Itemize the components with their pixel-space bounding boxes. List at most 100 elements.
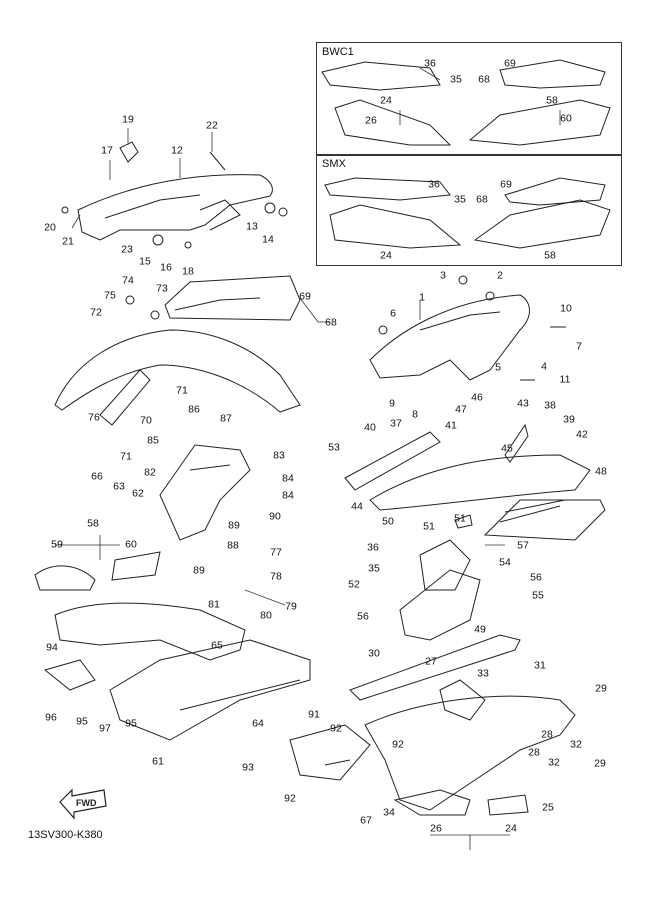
callout: 23 [121,243,133,256]
callout: 87 [220,412,232,425]
part-side-cover-shape [369,454,591,511]
callout: 7 [576,340,582,353]
part-43-shape [504,423,529,463]
callout: 51 [454,512,466,525]
callout: 10 [560,302,572,315]
callout: 14 [262,233,274,246]
callout: 70 [140,414,152,427]
callout: 58 [546,94,558,107]
callout: 29 [594,757,606,770]
callout: 17 [101,144,113,157]
callout: 51 [423,520,435,533]
callout: 63 [113,480,125,493]
callout: 92 [284,792,296,805]
callout: 12 [171,144,183,157]
callout: 29 [595,682,607,695]
callout: 37 [390,417,402,430]
callout: 71 [120,450,132,463]
callout: 80 [260,609,272,622]
callout: 18 [182,265,194,278]
callout: 8 [412,408,418,421]
callout: 73 [156,282,168,295]
callout: 66 [91,470,103,483]
part-25-shape [393,789,471,816]
callout: 40 [364,421,376,434]
callout: 24 [380,249,392,262]
callout: 20 [44,221,56,234]
callout: 82 [144,466,156,479]
callout: 16 [160,261,172,274]
callout: 56 [357,610,369,623]
fwd-arrow-icon [59,788,107,820]
callout: 39 [563,413,575,426]
callout: 67 [360,814,372,827]
part-69-shape [164,275,301,321]
part-50-shape [419,539,471,591]
part-49-shape [399,569,481,641]
callout: 95 [76,715,88,728]
callout: 41 [445,419,457,432]
part-26-shape [487,794,529,816]
part-64-shape [109,639,311,741]
callout: 22 [206,119,218,132]
callout: 26 [430,822,442,835]
callout: 57 [517,539,529,552]
inset-bwc1-lower-right [468,99,611,146]
callout: 91 [308,708,320,721]
callout: 64 [252,717,264,730]
callout: 32 [548,756,560,769]
callout: 49 [474,623,486,636]
callout: 4 [541,360,547,373]
part-53-shape [454,514,473,529]
callout: 27 [425,655,437,668]
callout: 92 [330,722,342,735]
callout: 45 [501,442,513,455]
callout: 5 [495,361,501,374]
part-59-shape [34,565,96,591]
callout: 2 [497,269,503,282]
inset-label-bwc1: BWC1 [322,46,354,58]
callout: 96 [45,711,57,724]
inset-bwc1-lower-left [334,99,452,146]
callout: 86 [188,403,200,416]
callout: 47 [455,403,467,416]
callout: 68 [325,316,337,329]
callout: 69 [504,57,516,70]
callout: 24 [380,94,392,107]
callout: 26 [365,114,377,127]
callout: 35 [454,193,466,206]
callout: 32 [570,738,582,751]
part-37-shape [344,431,441,491]
part-31-shape [439,679,486,721]
callout: 60 [125,538,137,551]
callout: 50 [382,515,394,528]
callout: 19 [122,113,134,126]
callout: 78 [270,570,282,583]
inset-bwc1-upper-left [321,61,441,91]
callout: 54 [499,556,511,569]
inset-smx-upper-right [504,177,606,206]
callout: 95 [125,717,137,730]
part-12-shape [77,174,273,241]
callout: 75 [104,289,116,302]
part-91-shape [289,724,371,781]
fwd-text: FWD [76,798,97,808]
callout: 33 [477,667,489,680]
callout: 53 [328,441,340,454]
callout: 44 [351,500,363,513]
callout: 36 [428,178,440,191]
document-code: 13SV300-K380 [28,829,103,841]
callout: 9 [389,397,395,410]
callout: 76 [88,411,100,424]
callout: 15 [139,255,151,268]
callout: 72 [90,306,102,319]
callout: 56 [530,571,542,584]
callout: 48 [595,465,607,478]
callout: 79 [285,600,297,613]
callout: 65 [211,639,223,652]
callout: 30 [368,647,380,660]
callout: 13 [246,220,258,233]
callout: 52 [348,578,360,591]
